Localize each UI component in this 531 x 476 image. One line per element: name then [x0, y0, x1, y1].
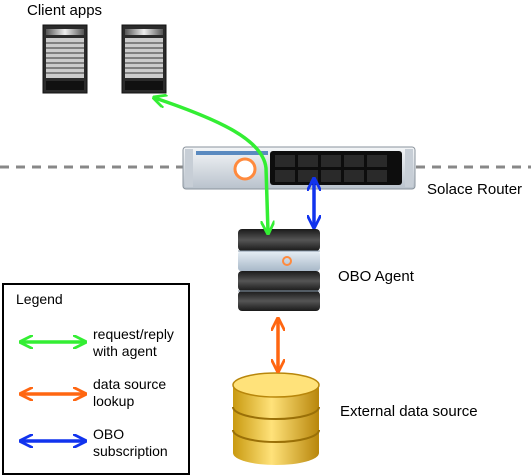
database-icon — [232, 372, 320, 465]
obo-agent-server-icon — [238, 229, 320, 311]
legend-item-label: lookup — [93, 393, 135, 409]
external-data-source-label: External data source — [340, 403, 478, 420]
legend-item-data-source: data source lookup — [93, 376, 166, 410]
solace-router-icon — [182, 146, 416, 190]
client-server-icon-2 — [121, 24, 167, 94]
legend-item-request-reply: request/reply with agent — [93, 326, 174, 360]
legend-item-label: OBO — [93, 426, 125, 442]
client-apps-label: Client apps — [27, 2, 103, 19]
legend-item-label: subscription — [93, 443, 168, 459]
obo-agent-label: OBO Agent — [338, 268, 414, 285]
client-server-icon-1 — [42, 24, 88, 94]
legend-item-label: with agent — [93, 343, 157, 359]
legend-title: Legend — [16, 291, 63, 307]
legend-box: Legend — [2, 283, 190, 475]
solace-router-label: Solace Router — [427, 181, 523, 198]
legend-item-label: data source — [93, 376, 167, 392]
request-reply-arrow — [155, 98, 268, 232]
legend-item-label: request/reply — [93, 326, 174, 342]
legend-item-obo-subscription: OBO subscription — [93, 426, 168, 460]
